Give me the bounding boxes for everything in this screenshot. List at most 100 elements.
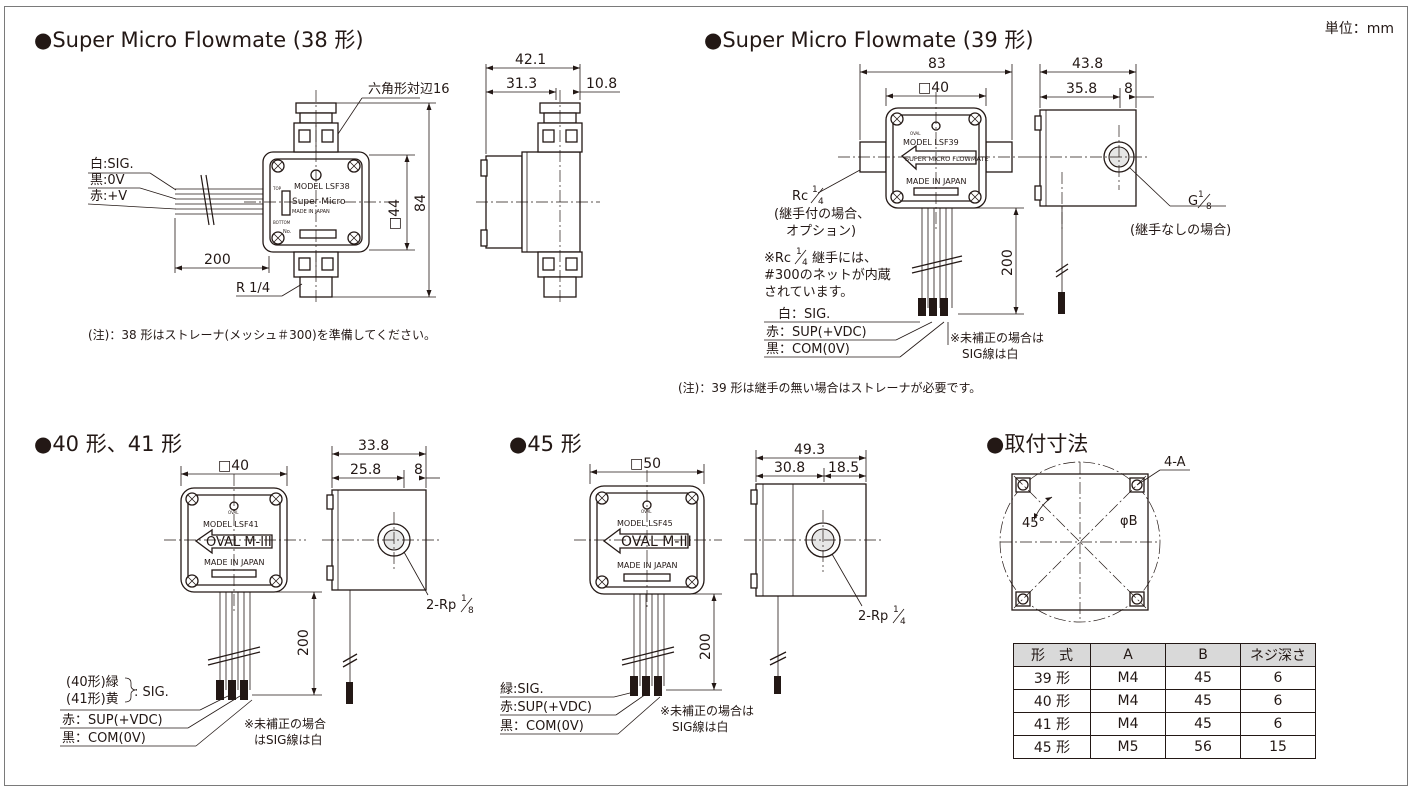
rp-main-45: 2-Rp bbox=[858, 609, 888, 624]
note-39: (注)：39 形は継手の無い場合はストレーナが必要です。 bbox=[678, 381, 982, 395]
face-made-38: MADE IN JAPAN bbox=[292, 209, 330, 215]
mount-spec-table: 形 式 A B ネジ深さ 39 形 M4 45 6 40 形 M4 45 6 4… bbox=[1013, 643, 1316, 759]
dim-258-40: 25.8 bbox=[350, 462, 381, 478]
note-38: (注)：38 形はストレーナ(メッシュ＃300)を準備してください。 bbox=[88, 328, 436, 342]
dims-39-side bbox=[1039, 64, 1226, 207]
section-title-40: ●40 形、41 形 bbox=[34, 432, 183, 456]
table-row: 39 形 M4 45 6 bbox=[1013, 666, 1316, 690]
dim-185-45: 18.5 bbox=[828, 460, 859, 476]
dim-84-38: 84 bbox=[413, 194, 429, 212]
rp-sub-45: 4 bbox=[900, 617, 906, 627]
face-logo-45: OVAL bbox=[641, 509, 652, 514]
uncomp1-40: ※未補正の場合 bbox=[244, 716, 326, 731]
wire-red-38: 赤:+V bbox=[90, 189, 127, 204]
wire-green-45: 緑:SIG. bbox=[500, 682, 544, 697]
uncomp1-45: ※未補正の場合は bbox=[660, 703, 754, 718]
dim-200-40: 200 bbox=[296, 629, 312, 656]
table-cell: 56 bbox=[1165, 735, 1241, 759]
table-row: 40 形 M4 45 6 bbox=[1013, 689, 1316, 713]
rc-line3-39: オプション) bbox=[786, 224, 856, 239]
face-brand-40: OVAL M-III bbox=[206, 535, 272, 550]
dims-38-front bbox=[174, 97, 436, 298]
uncomp1-39: ※未補正の場合は bbox=[950, 330, 1044, 345]
table-header: 形 式 bbox=[1013, 643, 1091, 667]
wire-black-38: 黒:0V bbox=[90, 173, 125, 188]
mesh-line1b-39: 継手には、 bbox=[812, 251, 877, 266]
dim-493-45: 49.3 bbox=[794, 442, 825, 458]
table-cell: 6 bbox=[1240, 666, 1316, 690]
table-cell: 45 bbox=[1165, 689, 1241, 713]
dims-38-side bbox=[485, 64, 620, 154]
body-39-side bbox=[1034, 109, 1137, 314]
table-cell: 45 bbox=[1165, 712, 1241, 736]
sheet-border bbox=[4, 6, 1408, 786]
wire-black-45: 黒：COM(0V) bbox=[500, 719, 584, 734]
table-cell: M4 bbox=[1090, 666, 1166, 690]
dim-8-39: 8 bbox=[1124, 81, 1133, 97]
rp-main-40: 2-Rp bbox=[426, 598, 456, 613]
face-brand-39: SUPER MICRO FLOWMATE bbox=[905, 155, 989, 163]
dim-83-39: 83 bbox=[928, 56, 946, 72]
dim-40-40: □40 bbox=[218, 458, 249, 474]
uncomp2-40: はSIG線は白 bbox=[254, 732, 322, 747]
face-bottom-38: BOTTOM bbox=[273, 220, 291, 225]
face-model-40: MODEL LSF41 bbox=[203, 520, 259, 529]
section-title-mount: ●取付寸法 bbox=[986, 432, 1089, 456]
dims-40-front bbox=[60, 466, 322, 747]
section-title-39: ●Super Micro Flowmate (39 形) bbox=[704, 28, 1034, 52]
face-brand-38: Super Micro bbox=[292, 197, 346, 207]
mesh-line1a-39: ※Rc bbox=[764, 251, 791, 266]
dims-45-side bbox=[755, 450, 867, 607]
wire-black-39: 黒：COM(0V) bbox=[766, 342, 850, 357]
dim-308-45: 30.8 bbox=[774, 460, 805, 476]
table-row: 41 形 M4 45 6 bbox=[1013, 712, 1316, 736]
mesh-sup-39: 1 bbox=[796, 247, 802, 257]
table-header: ネジ深さ bbox=[1240, 643, 1316, 667]
wire-yellow-40: (41形)黄 bbox=[66, 692, 119, 707]
rp-sup-40: 1 bbox=[461, 594, 467, 604]
mesh-line2-39: #300のネットが内蔵 bbox=[764, 267, 891, 283]
g-sub-39: 8 bbox=[1206, 202, 1212, 212]
face-model-45: MODEL LSF45 bbox=[617, 519, 673, 528]
table-cell: M5 bbox=[1090, 735, 1166, 759]
wire-green-40: (40形)緑 bbox=[66, 675, 119, 690]
dims-40-side bbox=[331, 446, 440, 596]
dim-50-45: □50 bbox=[630, 456, 661, 472]
rc-main-39: Rc bbox=[792, 189, 808, 204]
wire-white-38: 白:SIG. bbox=[90, 156, 134, 172]
dim-40-39: □40 bbox=[918, 80, 949, 96]
mount-plate bbox=[999, 461, 1190, 623]
dim-44-38: □44 bbox=[387, 199, 403, 230]
g-note-39: (継手なしの場合) bbox=[1130, 223, 1231, 238]
table-header: A bbox=[1090, 643, 1166, 667]
dim-200-38: 200 bbox=[204, 252, 231, 268]
section-title-45: ●45 形 bbox=[509, 432, 582, 456]
dim-358-39: 35.8 bbox=[1066, 81, 1097, 97]
mesh-line3-39: されています。 bbox=[764, 285, 853, 300]
table-cell: 45 bbox=[1165, 666, 1241, 690]
section-title-38: ●Super Micro Flowmate (38 形) bbox=[34, 28, 364, 52]
label-45deg: 45° bbox=[1022, 516, 1045, 531]
table-cell: 6 bbox=[1240, 712, 1316, 736]
rc-sub-39: 4 bbox=[818, 197, 824, 207]
face-model-38: MODEL LSF38 bbox=[294, 182, 350, 191]
wires-38 bbox=[87, 172, 268, 226]
table-cell: 39 形 bbox=[1013, 666, 1091, 690]
label-phib: φB bbox=[1120, 514, 1138, 529]
uncomp2-39: SIG線は白 bbox=[962, 346, 1018, 361]
dim-8-40: 8 bbox=[414, 462, 423, 478]
dims-39-front bbox=[764, 64, 1024, 358]
table-cell: 45 形 bbox=[1013, 735, 1091, 759]
face-top-38: TOP bbox=[272, 186, 282, 191]
table-row: 45 形 M5 56 15 bbox=[1013, 735, 1316, 759]
body-39 bbox=[859, 107, 1013, 316]
table-header-row: 形 式 A B ネジ深さ bbox=[1013, 643, 1316, 667]
rp-sub-40: 8 bbox=[468, 606, 474, 616]
face-model-39: MODEL LSF39 bbox=[903, 138, 959, 147]
hex-label-38: 六角形対辺16 bbox=[368, 82, 450, 97]
wire-white-39: 白：SIG. bbox=[778, 306, 830, 322]
